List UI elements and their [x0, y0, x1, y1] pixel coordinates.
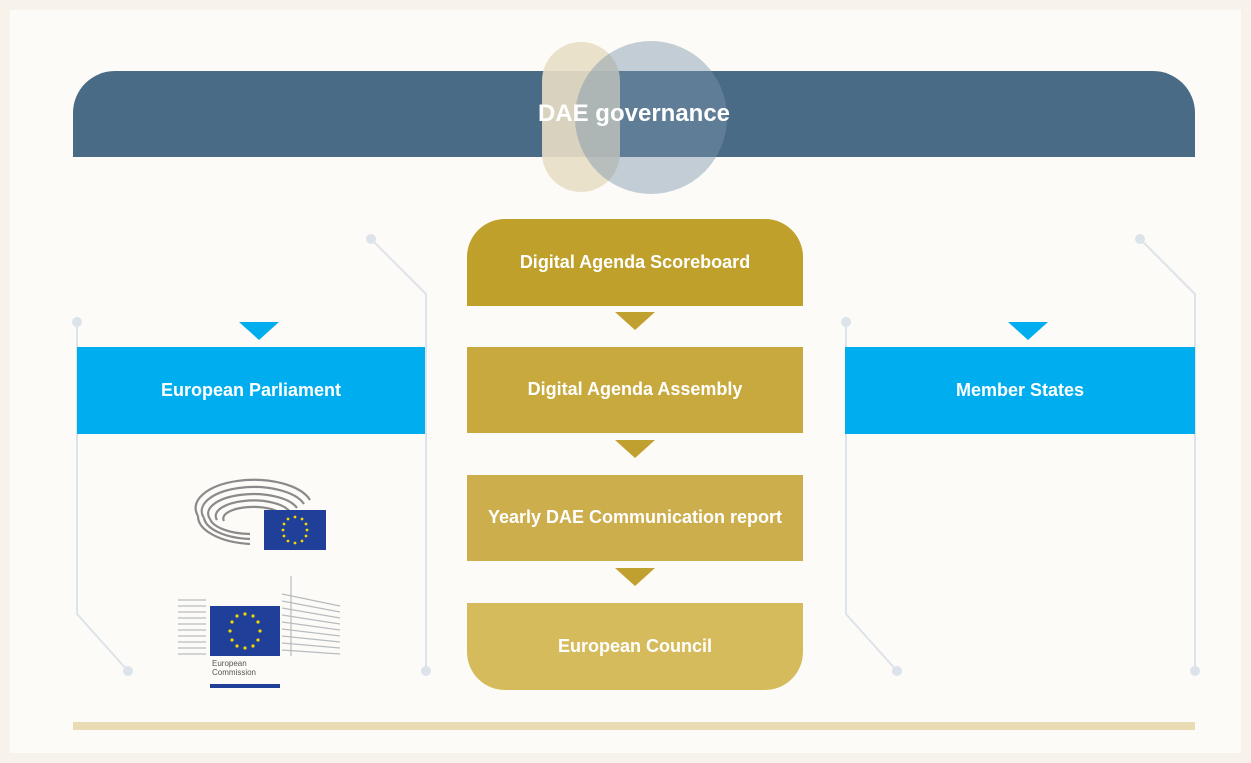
decorative-beige-shape — [542, 42, 620, 192]
down-arrow-icon — [615, 568, 655, 586]
down-arrow-icon — [239, 322, 279, 340]
down-arrow-icon — [615, 312, 655, 330]
line-dot — [366, 234, 376, 244]
flow-step-european-council: European Council — [467, 603, 803, 690]
decorative-blue-circle — [575, 41, 727, 194]
member-states-box: Member States — [845, 347, 1195, 434]
line-dot — [421, 666, 431, 676]
line-dot — [892, 666, 902, 676]
diagram-title: DAE governance — [537, 100, 731, 127]
flow-step-assembly: Digital Agenda Assembly — [467, 347, 803, 433]
european-parliament-logo — [194, 478, 326, 550]
european-commission-logo: European Commission — [176, 576, 342, 689]
commission-logo-text: European Commission — [212, 659, 257, 677]
line-dot — [841, 317, 851, 327]
right-outer-line — [1139, 238, 1196, 671]
european-parliament-box: European Parliament — [77, 347, 425, 434]
flow-step-scoreboard: Digital Agenda Scoreboard — [467, 219, 803, 306]
line-dot — [1190, 666, 1200, 676]
line-dot — [1135, 234, 1145, 244]
line-dot — [72, 317, 82, 327]
bottom-divider — [73, 722, 1195, 730]
left-inner-line — [370, 238, 427, 671]
line-dot — [123, 666, 133, 676]
flow-step-communication-report: Yearly DAE Communication report — [467, 475, 803, 561]
header-bar — [73, 71, 1195, 157]
down-arrow-icon — [615, 440, 655, 458]
down-arrow-icon — [1008, 322, 1048, 340]
